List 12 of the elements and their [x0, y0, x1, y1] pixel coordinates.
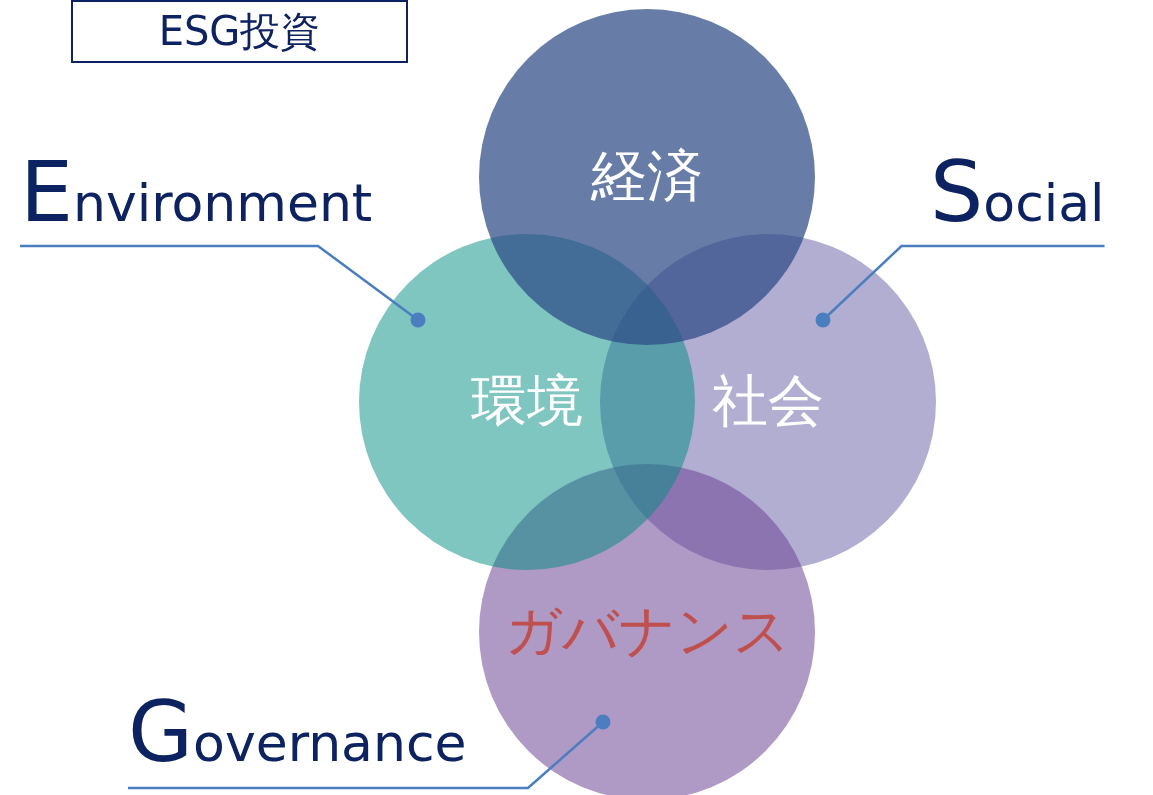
circle-label: 環境 [471, 367, 583, 435]
leader-line [128, 714, 611, 790]
circle-label: 社会 [712, 367, 824, 435]
title-text: ESG投資 [158, 7, 321, 56]
circle-label: ガバナンス [504, 597, 790, 665]
callout-word: Governance [128, 690, 467, 774]
callout-word: Environment [20, 150, 373, 234]
circle-label: 経済 [591, 142, 703, 210]
leader-line [815, 244, 1105, 328]
leader-line [20, 244, 426, 328]
title-box [71, 0, 408, 63]
callout-word: Social [930, 150, 1105, 234]
